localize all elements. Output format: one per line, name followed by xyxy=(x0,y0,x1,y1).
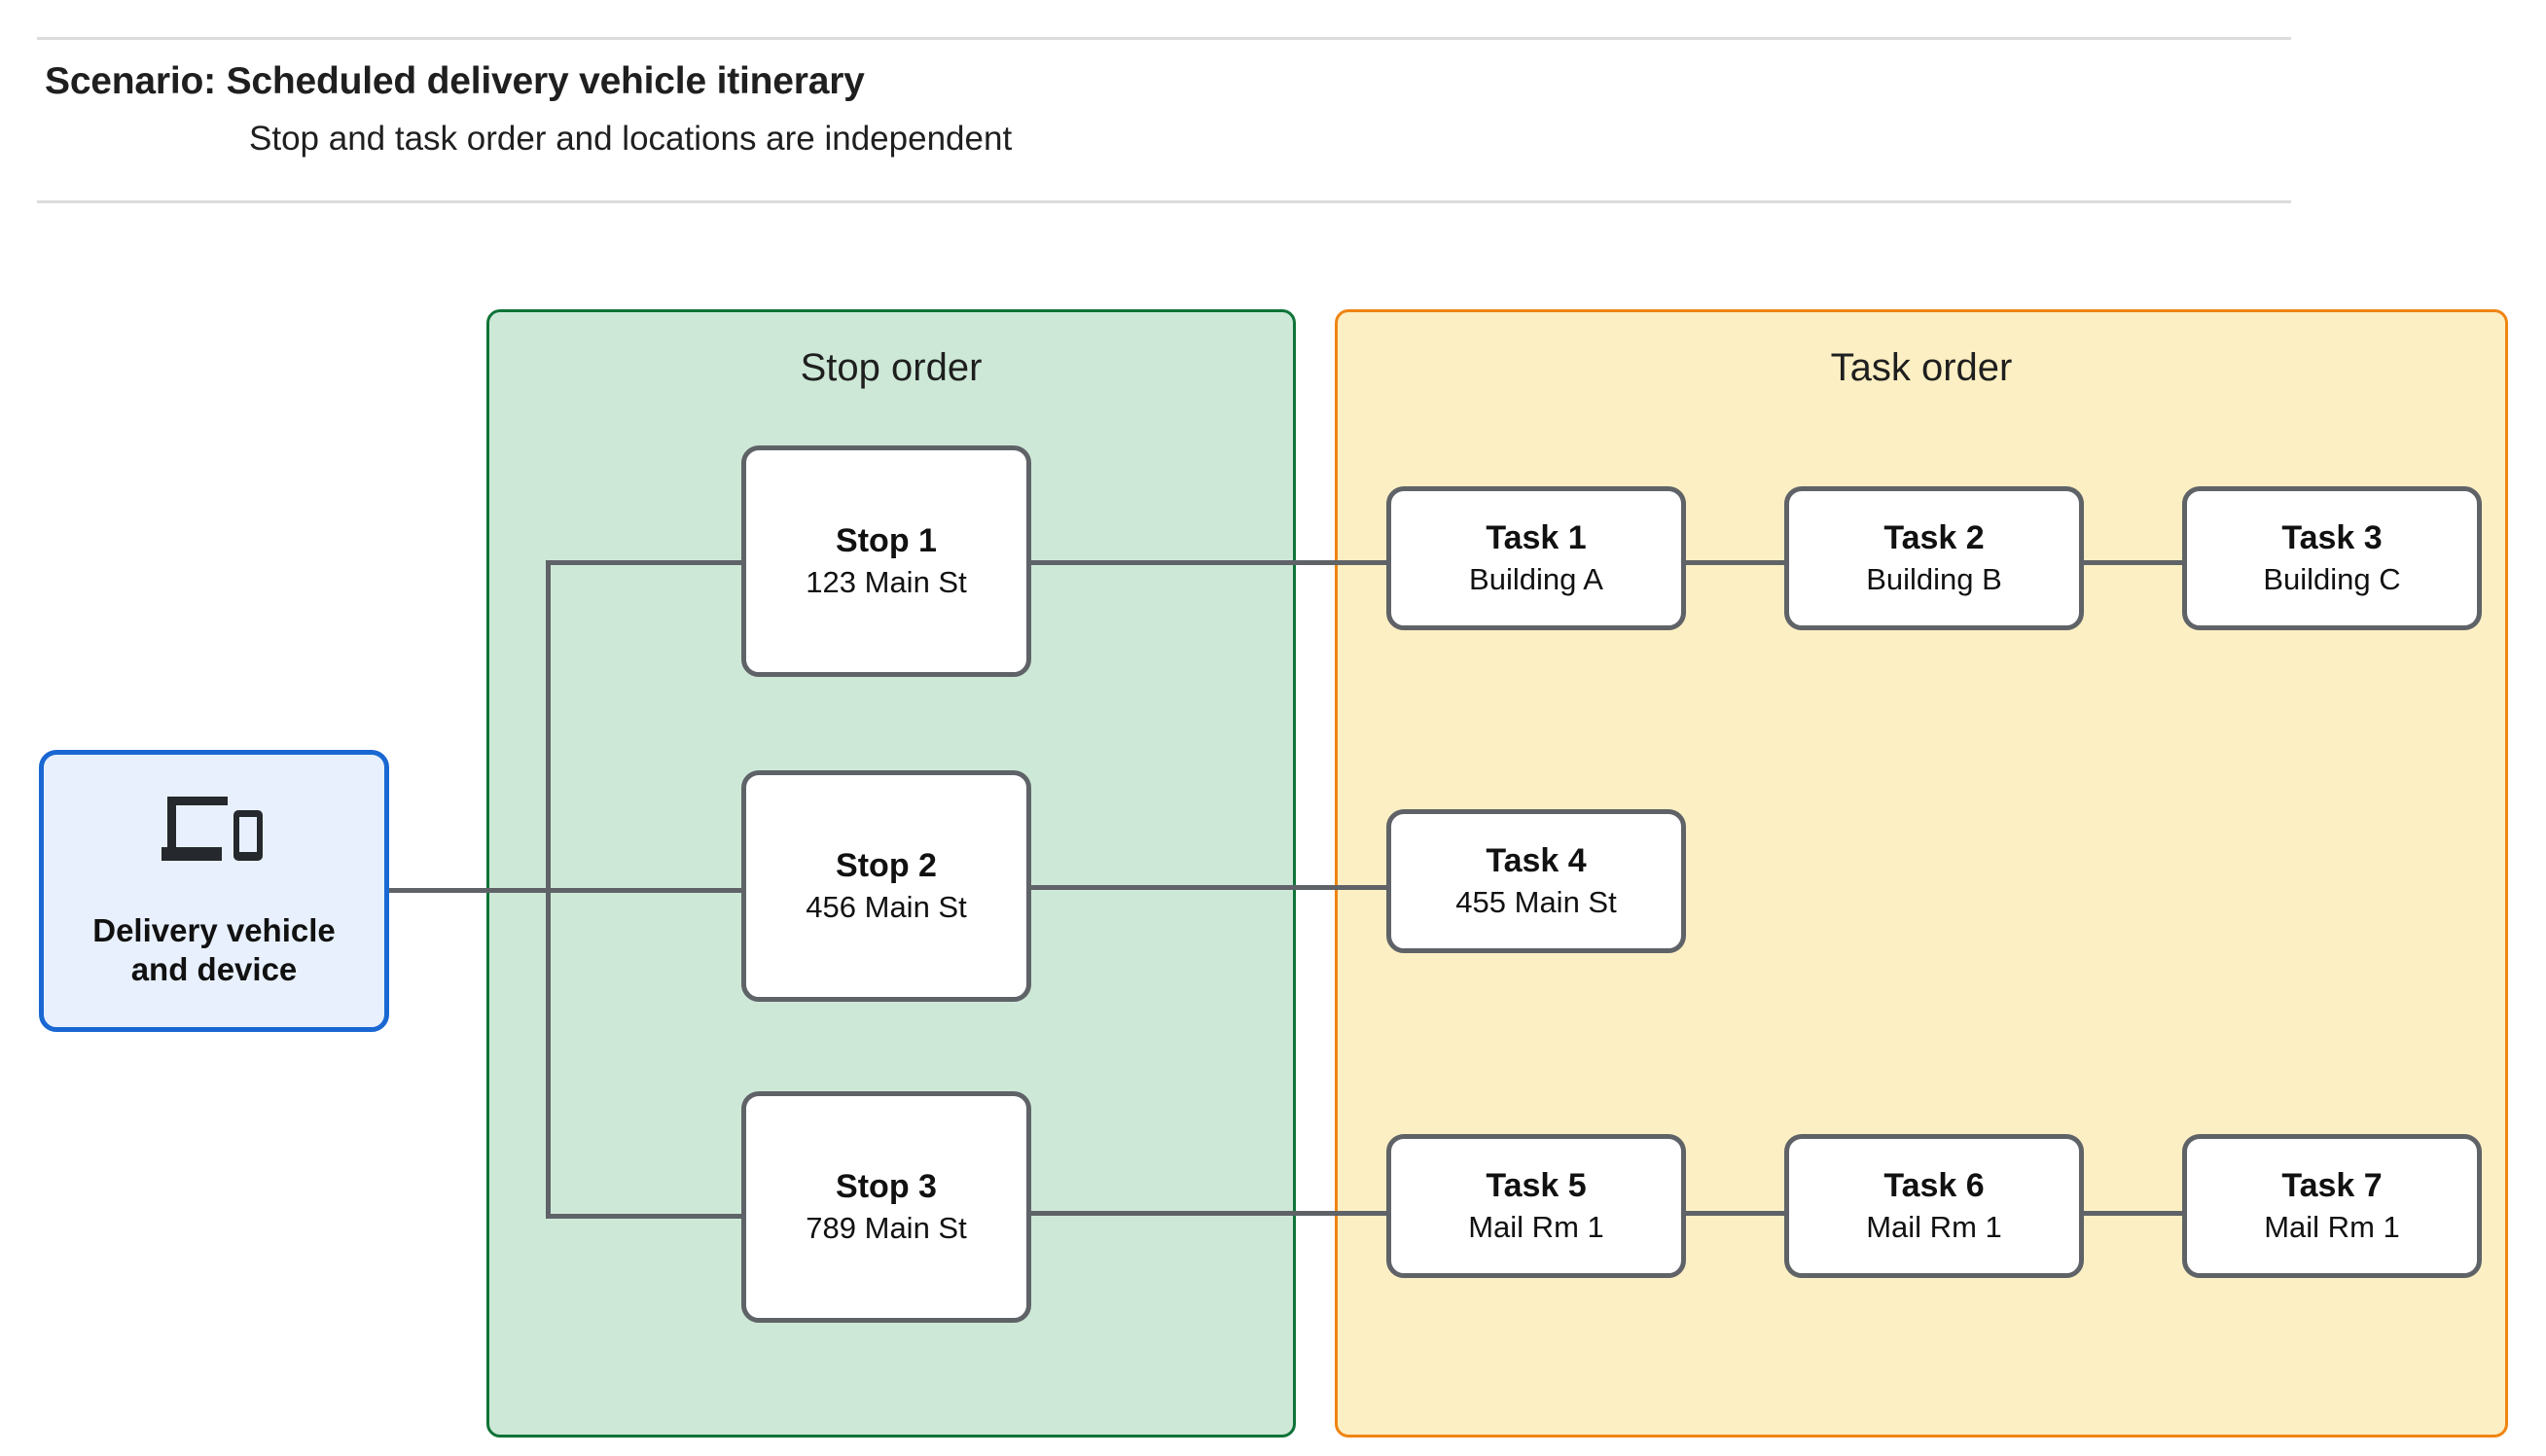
task-node-title: Task 4 xyxy=(1486,841,1587,879)
header-rule-top xyxy=(37,37,2291,40)
delivery-vehicle-and-device-node[interactable]: Delivery vehicle and device xyxy=(39,750,389,1032)
connector-stop-2-to-task-4 xyxy=(1026,885,1391,890)
task-node-title: Task 6 xyxy=(1883,1166,1985,1204)
stop-node-address: 789 Main St xyxy=(806,1211,967,1246)
task-node-title: Task 2 xyxy=(1883,518,1985,556)
stop-order-panel-title: Stop order xyxy=(800,346,983,389)
stop-node-2[interactable]: Stop 2 456 Main St xyxy=(741,770,1031,1002)
stop-node-address: 123 Main St xyxy=(806,565,967,600)
task-node-title: Task 3 xyxy=(2281,518,2383,556)
task-node-location: Building C xyxy=(2263,562,2401,597)
device-node-label: Delivery vehicle and device xyxy=(92,911,336,990)
connector-stop-1-to-task-1 xyxy=(1026,560,1391,565)
task-node-location: Building B xyxy=(1866,562,2002,597)
task-node-title: Task 1 xyxy=(1486,518,1587,556)
connector-trunk-to-stop-2 xyxy=(546,888,746,893)
connector-trunk-to-stop-1 xyxy=(546,560,746,565)
connector-task-5-to-task-6 xyxy=(1681,1211,1788,1216)
stop-node-title: Stop 2 xyxy=(836,846,937,884)
page-title: Scenario: Scheduled delivery vehicle iti… xyxy=(45,60,865,102)
task-order-panel-title: Task order xyxy=(1830,346,2013,389)
task-node-4[interactable]: Task 4 455 Main St xyxy=(1386,809,1686,953)
task-node-5[interactable]: Task 5 Mail Rm 1 xyxy=(1386,1134,1686,1278)
task-node-location: Mail Rm 1 xyxy=(1866,1210,2002,1245)
stop-node-title: Stop 3 xyxy=(836,1167,937,1205)
task-node-title: Task 7 xyxy=(2281,1166,2383,1204)
device-label-line-1: Delivery vehicle xyxy=(92,911,336,948)
task-node-1[interactable]: Task 1 Building A xyxy=(1386,486,1686,630)
connector-task-2-to-task-3 xyxy=(2079,560,2186,565)
task-node-title: Task 5 xyxy=(1486,1166,1587,1204)
connector-trunk-to-stop-3 xyxy=(546,1214,746,1219)
stop-node-3[interactable]: Stop 3 789 Main St xyxy=(741,1091,1031,1323)
task-node-location: 455 Main St xyxy=(1455,885,1617,920)
devices-laptop-phone-icon xyxy=(161,796,263,861)
task-node-location: Mail Rm 1 xyxy=(2264,1210,2400,1245)
task-node-location: Mail Rm 1 xyxy=(1468,1210,1604,1245)
connector-task-1-to-task-2 xyxy=(1681,560,1788,565)
page-subtitle: Stop and task order and locations are in… xyxy=(249,120,1013,158)
stop-node-title: Stop 1 xyxy=(836,521,937,559)
task-node-location: Building A xyxy=(1469,562,1603,597)
task-node-3[interactable]: Task 3 Building C xyxy=(2182,486,2482,630)
header-rule-bottom xyxy=(37,200,2291,203)
task-node-6[interactable]: Task 6 Mail Rm 1 xyxy=(1784,1134,2084,1278)
stop-node-address: 456 Main St xyxy=(806,890,967,925)
connector-device-to-trunk xyxy=(389,888,551,893)
task-node-2[interactable]: Task 2 Building B xyxy=(1784,486,2084,630)
task-node-7[interactable]: Task 7 Mail Rm 1 xyxy=(2182,1134,2482,1278)
device-label-line-2: and device xyxy=(130,951,298,987)
connector-stop-3-to-task-5 xyxy=(1026,1211,1391,1216)
connector-task-6-to-task-7 xyxy=(2079,1211,2186,1216)
stop-node-1[interactable]: Stop 1 123 Main St xyxy=(741,445,1031,677)
